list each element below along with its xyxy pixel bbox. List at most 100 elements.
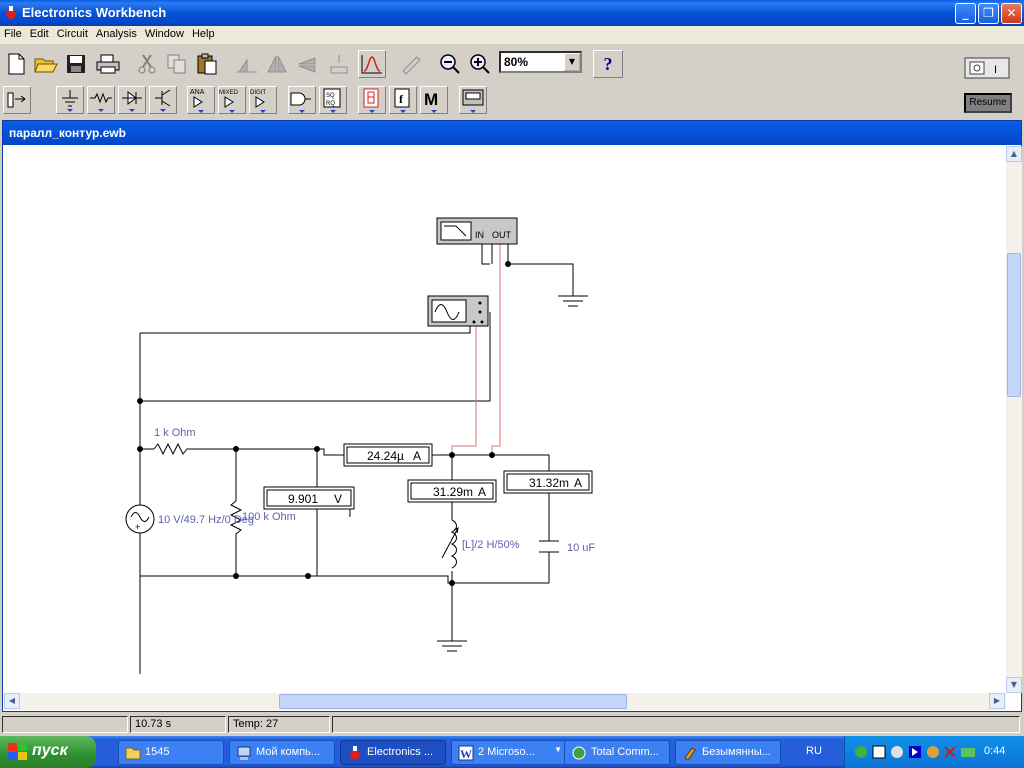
chevron-down-icon[interactable]: ▼ — [564, 53, 580, 71]
ammeter-total-value: 24.24µ — [367, 449, 404, 463]
indicators-bin-button[interactable] — [358, 86, 386, 114]
analog-ics-bin-button[interactable]: ANA — [187, 86, 215, 114]
menu-analysis[interactable]: Analysis — [95, 28, 137, 40]
help-button[interactable]: ? — [593, 50, 623, 78]
new-file-button[interactable] — [2, 50, 30, 78]
scroll-up-icon[interactable]: ▲ — [1006, 146, 1022, 162]
document-title[interactable]: паралл_контур.ewb — [3, 121, 1021, 145]
circuit-schematic: 1 k Ohm 100 k Ohm + 10 V/49.7 Hz/0 Deg [… — [125, 217, 595, 674]
menu-circuit[interactable]: Circuit — [56, 28, 88, 40]
start-label: пуск — [32, 742, 68, 759]
menu-help[interactable]: Help — [191, 28, 215, 40]
wire-lc-bottom — [451, 571, 549, 584]
transistors-bin-button[interactable] — [149, 86, 177, 114]
language-indicator[interactable]: RU — [806, 745, 822, 757]
copy-button[interactable] — [163, 50, 191, 78]
taskbar-item-electronics-workbench[interactable]: Electronics ... — [340, 740, 446, 765]
mixed-ics-bin-button[interactable]: MIXED — [218, 86, 246, 114]
taskbar-clock[interactable]: 0:44 — [984, 745, 1006, 757]
ammeter-inductor-unit: A — [478, 485, 486, 499]
taskbar: пуск 1545 Мой компь... Electronics ... W… — [0, 736, 1024, 768]
logic-gates-bin-button[interactable] — [288, 86, 316, 114]
printer-icon — [96, 54, 120, 74]
horizontal-scrollbar[interactable]: ◀ ▶ — [4, 693, 1006, 710]
digital-ics-bin-button[interactable]: DIGIT — [249, 86, 277, 114]
tray-icons[interactable] — [853, 744, 983, 760]
component-properties-button[interactable] — [325, 50, 353, 78]
wire-bode-ground — [508, 263, 574, 296]
svg-text:RQ: RQ — [326, 101, 335, 107]
save-button[interactable] — [62, 50, 90, 78]
open-file-button[interactable] — [32, 50, 60, 78]
ammeter-capacitor-value: 31.32m — [529, 476, 569, 490]
oscilloscope — [427, 295, 489, 327]
start-button[interactable]: пуск — [0, 736, 96, 768]
zoom-in-icon — [470, 54, 490, 74]
vertical-scrollbar[interactable]: ▲ ▼ — [1006, 146, 1022, 693]
zoom-select[interactable]: 80% ▼ — [499, 51, 582, 73]
analysis-graphs-button[interactable] — [358, 50, 386, 78]
resume-button[interactable]: Resume — [964, 93, 1012, 113]
paste-button[interactable] — [193, 50, 221, 78]
instruments-bin-button[interactable] — [459, 86, 487, 114]
ground-source-icon — [62, 90, 78, 112]
r2-label: 100 k Ohm — [242, 511, 296, 523]
taskbar-item-my-computer[interactable]: Мой компь... — [229, 740, 335, 765]
ac-voltage-source: + — [125, 504, 155, 534]
capacitor-label: 10 uF — [567, 542, 595, 554]
print-button[interactable] — [94, 50, 122, 78]
diodes-bin-button[interactable] — [118, 86, 146, 114]
vertical-scroll-thumb[interactable] — [1007, 253, 1021, 397]
svg-text:DIGIT: DIGIT — [250, 90, 266, 96]
close-button[interactable]: ✕ — [1001, 3, 1022, 24]
controls-bin-button[interactable]: f — [389, 86, 417, 114]
horizontal-scroll-thumb[interactable] — [279, 694, 627, 709]
circuit-canvas[interactable]: 1 k Ohm 100 k Ohm + 10 V/49.7 Hz/0 Deg [… — [4, 146, 1006, 693]
flip-vertical-button[interactable] — [293, 50, 321, 78]
diode-icon — [122, 91, 142, 112]
ammeter-inductor-value: 31.29m — [433, 485, 473, 499]
svg-text:+: + — [135, 522, 140, 532]
status-message — [2, 716, 128, 733]
taskbar-item-folder[interactable]: 1545 — [118, 740, 224, 765]
rotate-button[interactable] — [233, 50, 261, 78]
taskbar-item-total-commander[interactable]: Total Comm... — [564, 740, 670, 765]
status-bar: 10.73 s Temp: 27 — [0, 713, 1024, 735]
wire-to-ammeter — [317, 448, 344, 456]
menu-window[interactable]: Window — [144, 28, 184, 40]
basic-bin-button[interactable] — [87, 86, 115, 114]
window-title: Electronics Workbench — [22, 5, 167, 20]
windows-logo-icon — [8, 743, 27, 760]
menu-edit[interactable]: Edit — [29, 28, 49, 40]
scroll-down-icon[interactable]: ▼ — [1006, 677, 1022, 693]
resistor-r2 — [229, 500, 243, 538]
minimize-button[interactable]: _ — [955, 3, 976, 24]
word-icon: W — [458, 745, 474, 761]
restore-button[interactable]: ❐ — [978, 3, 999, 24]
cut-button[interactable] — [133, 50, 161, 78]
favorites-bin-button[interactable] — [3, 86, 31, 114]
r1-label: 1 k Ohm — [154, 427, 196, 439]
menu-file[interactable]: File — [4, 28, 22, 40]
scroll-right-icon[interactable]: ▶ — [989, 693, 1005, 709]
ammeter-total-unit: A — [413, 449, 421, 463]
open-folder-icon — [34, 58, 58, 73]
document-window: паралл_контур.ewb — [2, 120, 1022, 712]
scroll-left-icon[interactable]: ◀ — [4, 693, 20, 709]
flip-horizontal-button[interactable] — [263, 50, 291, 78]
power-switch[interactable]: I — [964, 56, 1012, 80]
graph-icon — [361, 55, 382, 74]
taskbar-item-paint[interactable]: Безымянны... — [675, 740, 781, 765]
zoom-in-button[interactable] — [466, 50, 494, 78]
ground-bode — [558, 295, 588, 307]
description-button[interactable] — [397, 50, 425, 78]
misc-bin-button[interactable]: M — [420, 86, 448, 114]
system-tray — [844, 736, 1024, 768]
flip-vertical-icon — [298, 57, 316, 73]
zoom-out-button[interactable] — [436, 50, 464, 78]
window-title-bar[interactable]: Electronics Workbench _ ❐ ✕ — [0, 0, 1024, 26]
svg-text:M: M — [424, 90, 438, 109]
sources-bin-button[interactable] — [56, 86, 84, 114]
